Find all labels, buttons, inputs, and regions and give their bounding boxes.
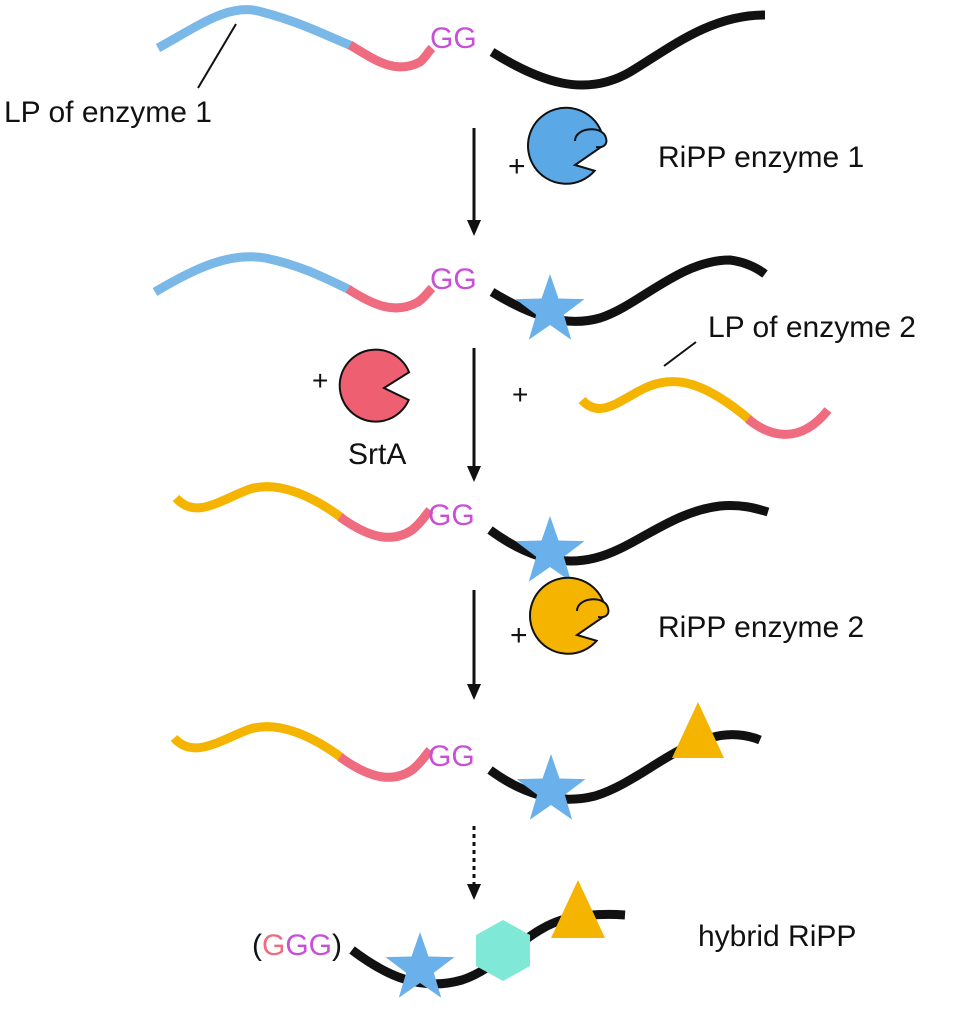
ripp-enzyme-1-label: RiPP enzyme 1 [658, 141, 864, 174]
gg-motif: GG [428, 740, 475, 773]
plus-sign: + [510, 619, 528, 652]
peptide-row-1: GG LP of enzyme 1 [4, 5, 766, 129]
lp-enzyme-1-label: LP of enzyme 1 [4, 96, 212, 129]
gg-motif: GG [430, 263, 477, 296]
ripp-enzyme-2-label: RiPP enzyme 2 [658, 611, 864, 644]
hybrid-ripp-product: (GGG) [252, 880, 626, 998]
plus-sign: + [512, 379, 528, 410]
leader-peptide-2-fragment [578, 377, 832, 439]
ripp-enzyme-1-icon [527, 106, 608, 185]
lp-pointer-line [197, 23, 237, 89]
recognition-linker [337, 747, 434, 782]
lp-enzyme-2-label: LP of enzyme 2 [708, 311, 916, 344]
hybrid-ripp-label: hybrid RiPP [698, 920, 856, 953]
leader-peptide-1 [152, 252, 352, 296]
peptide-row-2: GG [152, 252, 768, 340]
recognition-linker [345, 284, 436, 313]
ggg-residue: (GGG) [252, 929, 342, 962]
peptide-row-4: GG [170, 702, 762, 820]
srta-label: SrtA [348, 438, 406, 471]
star-modification [515, 274, 585, 340]
reaction-arrow-dotted [467, 826, 481, 900]
core-peptide [489, 10, 766, 90]
star-modification [515, 516, 585, 582]
gg-motif: GG [430, 22, 477, 55]
gg-motif: GG [428, 499, 475, 532]
srta-enzyme-icon [338, 348, 411, 423]
reaction-arrow-3 [467, 590, 481, 700]
star-modification [516, 754, 586, 820]
triangle-modification [672, 702, 724, 758]
star-modification [385, 932, 455, 998]
lp-pointer-line [663, 341, 697, 367]
recognition-linker [347, 41, 436, 72]
plus-sign: + [312, 365, 328, 396]
leader-peptide-1 [155, 5, 354, 52]
core-peptide [487, 730, 762, 804]
hexagon-modification [476, 920, 530, 981]
triangle-modification [551, 880, 605, 938]
peptide-row-3: GG [172, 482, 770, 582]
leader-peptide-2 [170, 722, 345, 762]
leader-peptide-2 [172, 482, 345, 522]
reaction-arrow-2 [467, 348, 481, 482]
recognition-linker [337, 507, 434, 542]
reaction-arrow-1 [467, 128, 481, 236]
ripp-enzyme-2-icon [529, 576, 610, 655]
plus-sign: + [508, 150, 526, 183]
